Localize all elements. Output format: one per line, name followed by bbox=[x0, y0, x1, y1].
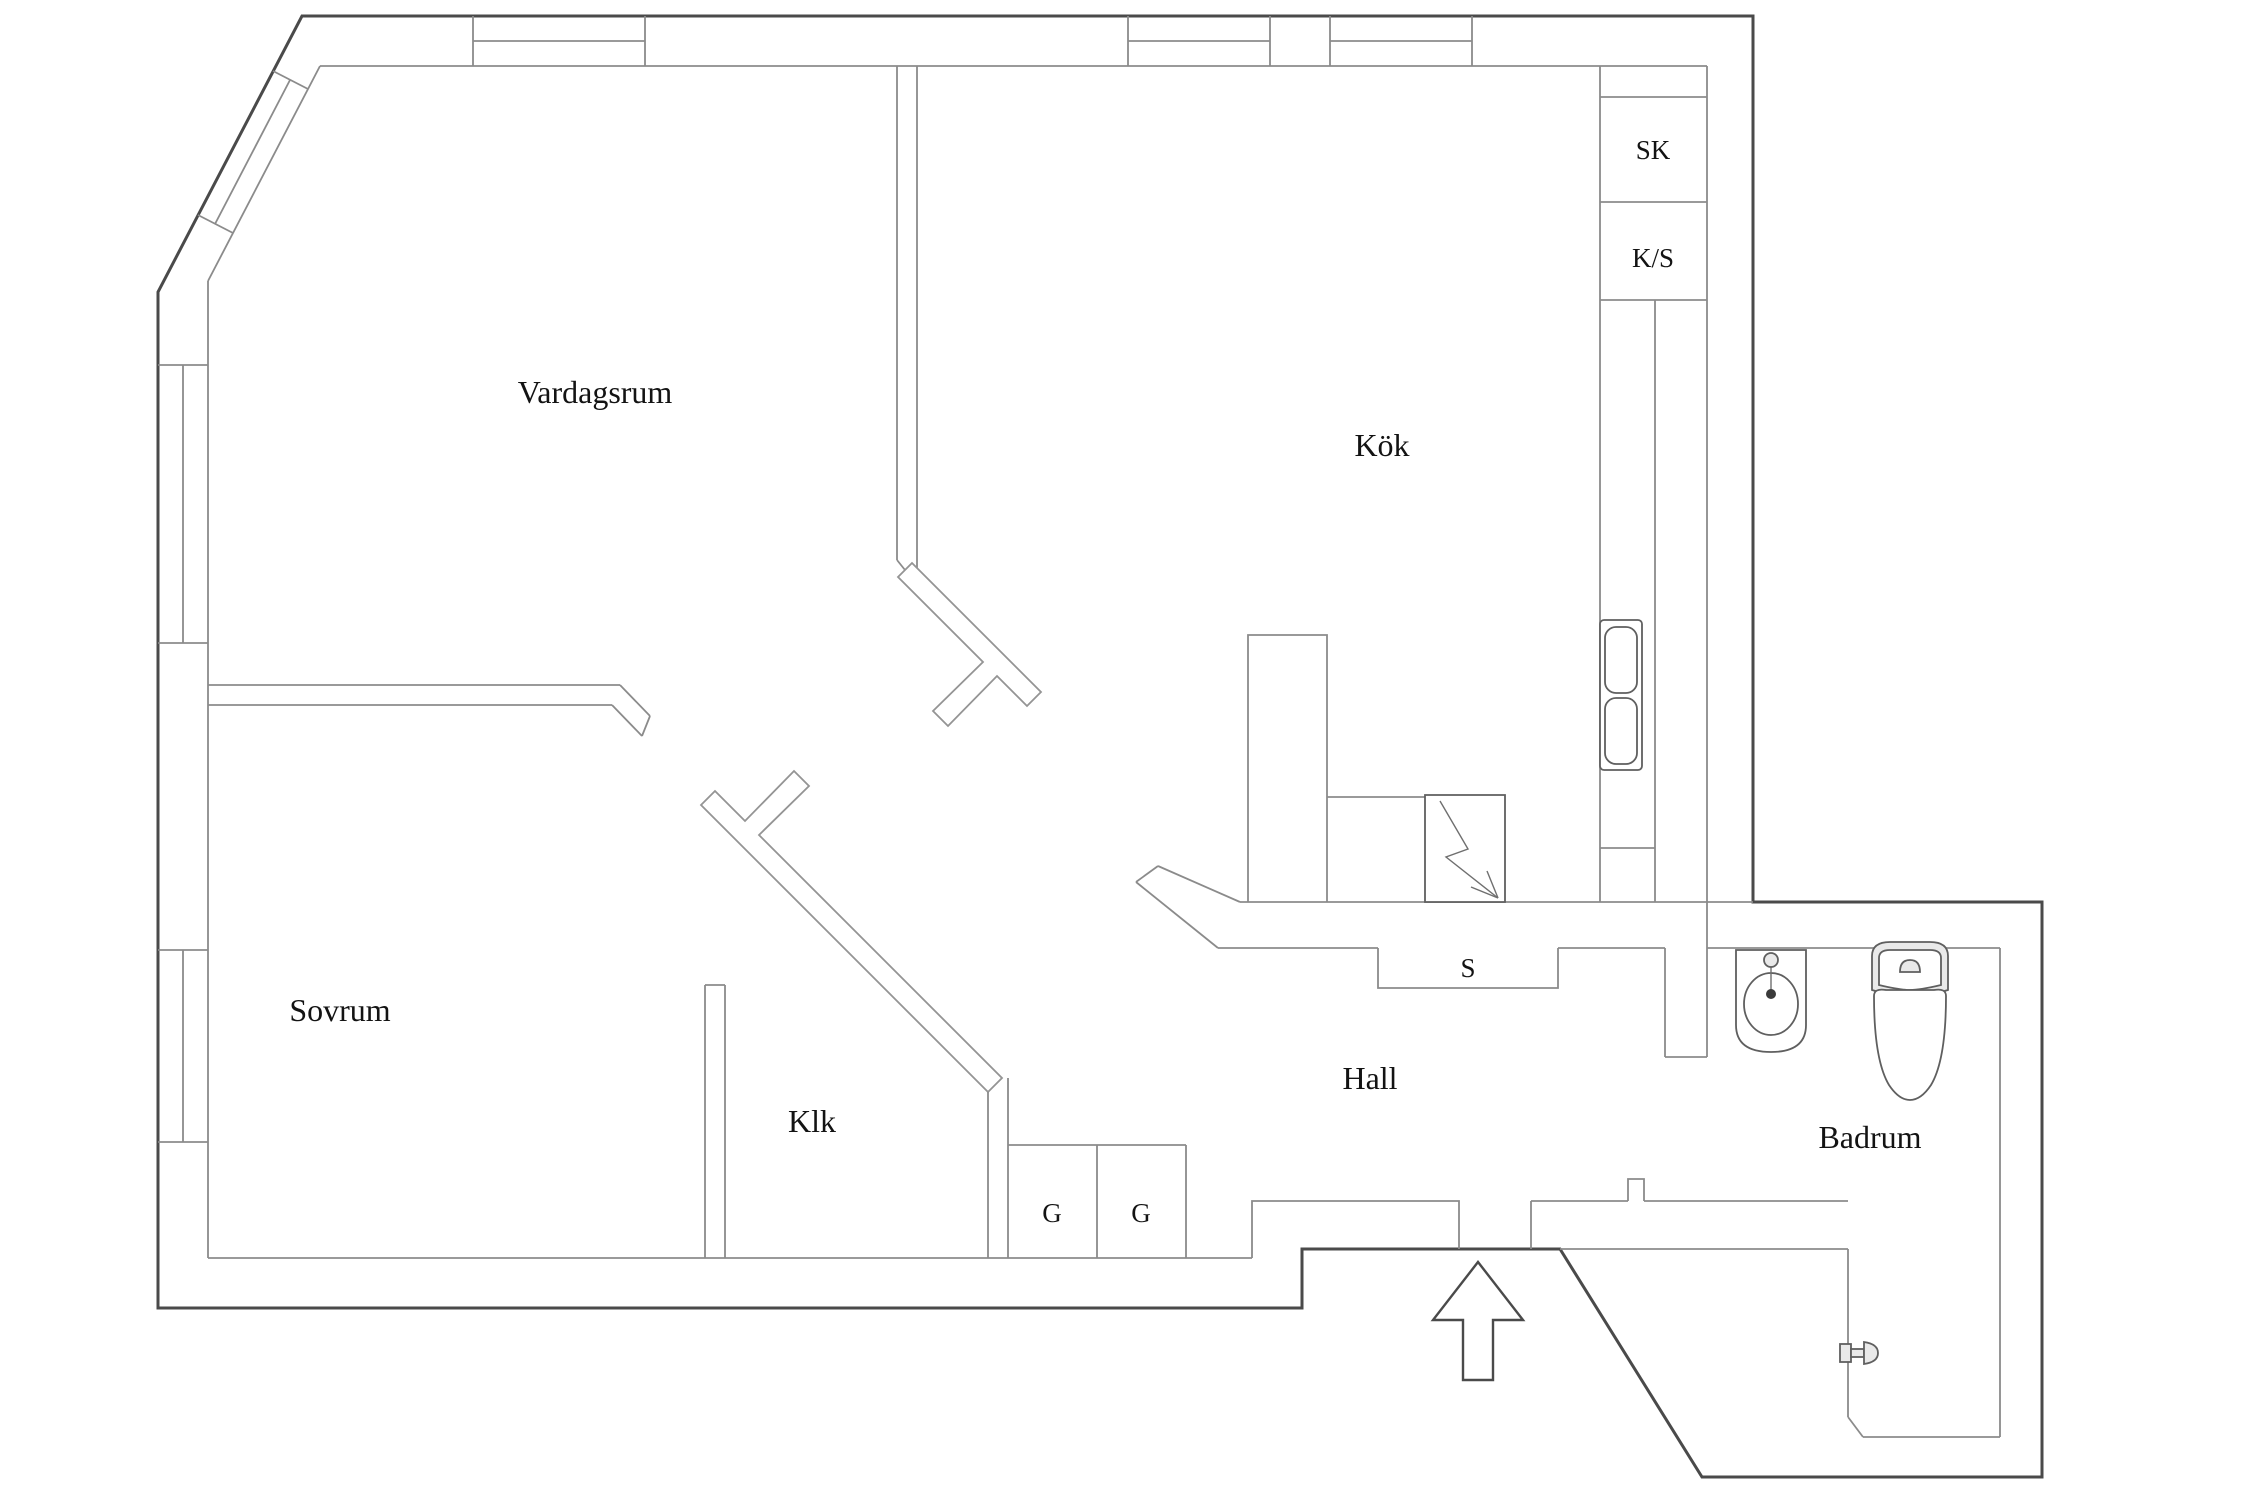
room-label-hall: Hall bbox=[1342, 1060, 1397, 1096]
door-leaf-symbol-sovrum bbox=[699, 769, 1004, 1094]
closet-label-sk: SK bbox=[1636, 135, 1671, 165]
wall-klk-west bbox=[704, 984, 726, 1258]
closet-label-g2: G bbox=[1131, 1198, 1151, 1228]
inner-wall-diagonal bbox=[207, 65, 321, 282]
window-top-2 bbox=[1127, 16, 1271, 66]
wall-hall-badrum bbox=[1664, 948, 1707, 1058]
window-top-1 bbox=[472, 16, 646, 66]
electrical-panel-lightning-icon bbox=[1424, 794, 1506, 903]
window-left-upper bbox=[158, 364, 208, 644]
wall-vardagsrum-kok bbox=[896, 66, 918, 586]
room-label-klk: Klk bbox=[788, 1103, 836, 1139]
door-handle-icon bbox=[1839, 1340, 1879, 1366]
closet-label-g1: G bbox=[1042, 1198, 1062, 1228]
toilet-icon bbox=[1871, 941, 1949, 1101]
kitchen-east-closets bbox=[1599, 66, 1707, 902]
window-diagonal bbox=[197, 70, 309, 234]
entrance-arrow-icon bbox=[1430, 1260, 1526, 1382]
wall-klk-east bbox=[987, 1078, 1009, 1258]
kitchen-peninsula-counter bbox=[1247, 634, 1328, 902]
room-label-vardagsrum: Vardagsrum bbox=[518, 374, 673, 410]
badrum-inner-walls bbox=[1707, 947, 2001, 1438]
door-leaf-symbol-kok bbox=[896, 561, 1043, 728]
outer-wall-boundary bbox=[156, 14, 2044, 1479]
closet-label-ks: K/S bbox=[1632, 243, 1674, 273]
wall-entrance-strip bbox=[1530, 1178, 1848, 1250]
bathroom-sink-icon bbox=[1735, 949, 1807, 1053]
wardrobe-g-boxes bbox=[1008, 1144, 1187, 1258]
wall-vardagsrum-sovrum bbox=[208, 684, 651, 737]
room-label-badrum: Badrum bbox=[1818, 1119, 1921, 1155]
room-label-sovrum: Sovrum bbox=[289, 992, 390, 1028]
entrance-door-recess bbox=[1251, 1200, 1460, 1258]
window-left-lower bbox=[158, 949, 208, 1143]
window-top-3 bbox=[1329, 16, 1473, 66]
room-label-kok: Kök bbox=[1354, 427, 1409, 463]
closet-label-s: S bbox=[1460, 953, 1475, 983]
kitchen-double-sink-icon bbox=[1599, 619, 1643, 771]
closet-s-box bbox=[1377, 948, 1559, 989]
